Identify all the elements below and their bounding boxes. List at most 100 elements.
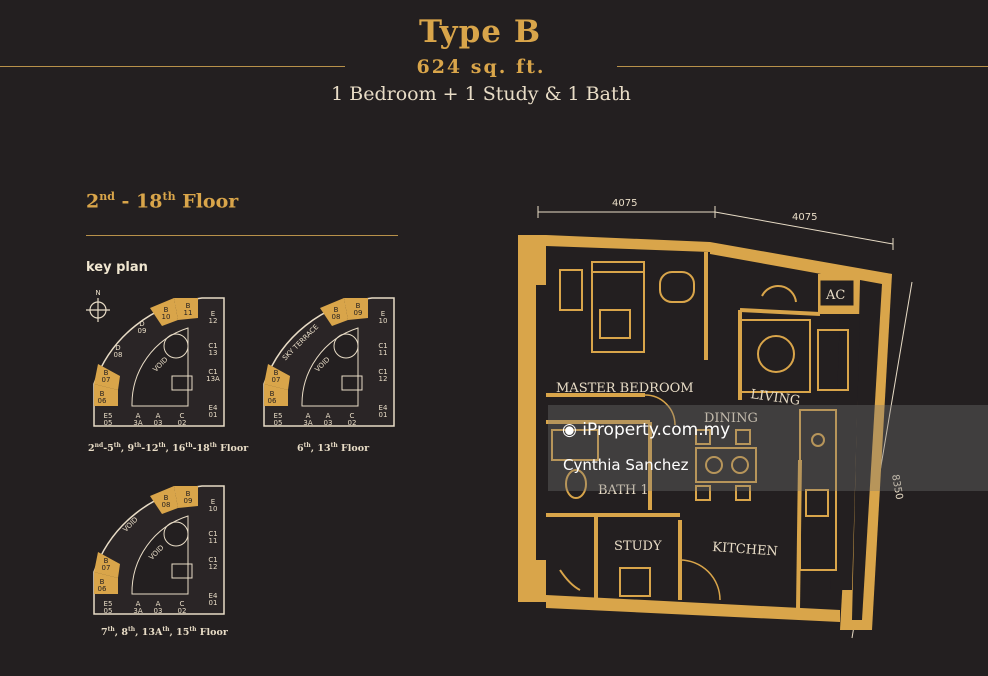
svg-text:C1: C1 xyxy=(378,342,387,350)
svg-text:E: E xyxy=(381,310,385,318)
room-label-dining: DINING xyxy=(704,411,758,426)
svg-text:E4: E4 xyxy=(209,592,218,600)
dimension-right: 8350 xyxy=(889,474,904,501)
room-label-kitchen: KITCHEN xyxy=(712,540,779,560)
svg-text:08: 08 xyxy=(332,313,341,321)
svg-text:A: A xyxy=(156,412,161,420)
room-label-living: LIVING xyxy=(749,387,801,409)
unit-type-title: Type B xyxy=(418,14,542,50)
watermark-logo-text: iProperty.com.my xyxy=(582,420,731,440)
key-plan-3-caption: 7th, 8th, 13Ath, 15th Floor xyxy=(101,626,228,639)
svg-text:06: 06 xyxy=(268,397,277,405)
watermark-logo: ◉ iProperty.com.my xyxy=(562,420,730,440)
svg-text:03: 03 xyxy=(324,419,333,427)
floor-sup2: th xyxy=(162,190,176,203)
svg-text:C: C xyxy=(180,412,185,420)
key-plan-1: N VOID B06 B07 D08 D09 B10 B11 E12 C113 … xyxy=(86,289,225,427)
svg-text:B: B xyxy=(100,390,105,398)
watermark-band xyxy=(548,405,988,491)
dining-table-icon xyxy=(695,429,757,501)
dimension-top-right: 4075 xyxy=(792,212,817,223)
svg-text:02: 02 xyxy=(348,419,357,427)
svg-text:A: A xyxy=(306,412,311,420)
sofa-icon xyxy=(739,285,849,393)
svg-text:06: 06 xyxy=(98,585,107,593)
room-label-study: STUDY xyxy=(614,539,662,554)
svg-text:B: B xyxy=(270,390,275,398)
svg-text:08: 08 xyxy=(114,351,123,359)
svg-text:01: 01 xyxy=(209,599,218,607)
svg-text:03: 03 xyxy=(154,419,163,427)
svg-text:09: 09 xyxy=(354,309,363,317)
svg-text:11: 11 xyxy=(184,309,193,317)
floor-prefix: 2 xyxy=(86,190,100,213)
svg-text:B: B xyxy=(164,494,169,502)
svg-text:B: B xyxy=(104,369,109,377)
svg-text:C1: C1 xyxy=(378,368,387,376)
svg-text:05: 05 xyxy=(104,419,113,427)
bed-icon xyxy=(559,261,695,353)
svg-text:07: 07 xyxy=(102,376,111,384)
svg-text:B: B xyxy=(100,578,105,586)
floor-suffix: Floor xyxy=(175,190,239,213)
room-label-ac: AC xyxy=(825,288,845,303)
svg-text:3A: 3A xyxy=(133,607,142,615)
svg-text:C: C xyxy=(180,600,185,608)
svg-text:C1: C1 xyxy=(208,368,217,376)
floor-heading-divider xyxy=(86,235,398,236)
svg-text:D: D xyxy=(139,320,144,328)
svg-text:A: A xyxy=(136,600,141,608)
svg-text:E4: E4 xyxy=(379,404,388,412)
svg-text:10: 10 xyxy=(162,313,171,321)
svg-text:C1: C1 xyxy=(208,556,217,564)
unit-area: 624 sq. ft. xyxy=(416,56,546,78)
svg-text:B: B xyxy=(186,302,191,310)
svg-text:3A: 3A xyxy=(303,419,312,427)
key-plan-label: key plan xyxy=(86,260,148,275)
svg-text:09: 09 xyxy=(184,497,193,505)
svg-text:E: E xyxy=(211,310,215,318)
svg-text:12: 12 xyxy=(209,317,218,325)
svg-text:B: B xyxy=(104,557,109,565)
header-divider-left xyxy=(0,66,345,67)
svg-text:E5: E5 xyxy=(104,412,113,420)
svg-text:03: 03 xyxy=(154,607,163,615)
svg-text:13A: 13A xyxy=(206,375,220,383)
unit-floor-plan: 4075 4075 8350 xyxy=(518,198,913,639)
svg-text:10: 10 xyxy=(379,317,388,325)
svg-text:E5: E5 xyxy=(274,412,283,420)
svg-text:3A: 3A xyxy=(133,419,142,427)
svg-text:E5: E5 xyxy=(104,600,113,608)
svg-text:11: 11 xyxy=(379,349,388,357)
svg-text:C: C xyxy=(350,412,355,420)
svg-text:C1: C1 xyxy=(208,530,217,538)
svg-text:09: 09 xyxy=(138,327,147,335)
location-pin-icon: ◉ xyxy=(562,420,577,440)
svg-text:12: 12 xyxy=(209,563,218,571)
unit-configuration: 1 Bedroom + 1 Study & 1 Bath xyxy=(331,83,631,105)
svg-text:B: B xyxy=(164,306,169,314)
header-divider-right xyxy=(617,66,988,67)
svg-text:B: B xyxy=(356,302,361,310)
key-plan-1-caption: 2nd-5th, 9th-12th, 16th-18th Floor xyxy=(88,442,249,455)
room-label-master-bedroom: MASTER BEDROOM xyxy=(556,381,694,396)
svg-text:02: 02 xyxy=(178,607,187,615)
svg-text:05: 05 xyxy=(104,607,113,615)
svg-text:02: 02 xyxy=(178,419,187,427)
svg-text:B: B xyxy=(274,369,279,377)
svg-text:05: 05 xyxy=(274,419,283,427)
key-plan-2-caption: 6th, 13th Floor xyxy=(297,442,370,455)
svg-text:A: A xyxy=(326,412,331,420)
svg-text:A: A xyxy=(136,412,141,420)
svg-text:D: D xyxy=(115,344,120,352)
svg-text:01: 01 xyxy=(209,411,218,419)
svg-text:12: 12 xyxy=(379,375,388,383)
svg-text:A: A xyxy=(156,600,161,608)
svg-text:B: B xyxy=(186,490,191,498)
svg-text:07: 07 xyxy=(102,564,111,572)
key-plan-2: SKY TERRACE VOID B06 B07 B08 B09 E10 C11… xyxy=(263,297,395,427)
floor-range-heading: 2nd - 18th Floor xyxy=(86,190,238,212)
svg-text:11: 11 xyxy=(209,537,218,545)
svg-text:13: 13 xyxy=(209,349,218,357)
